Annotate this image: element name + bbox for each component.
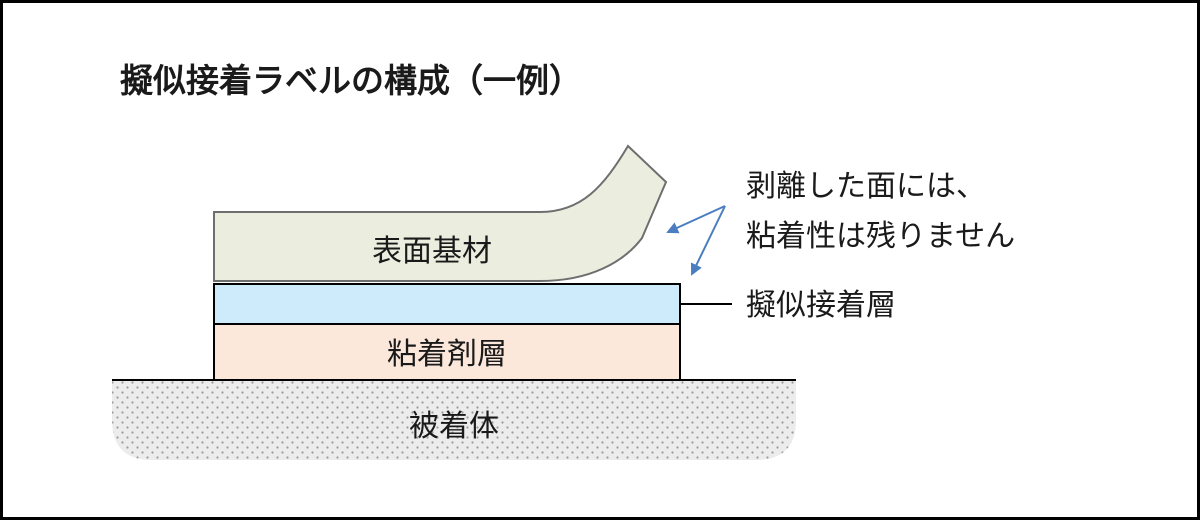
annotation-line-2: 粘着性は残りません [746,219,1015,254]
adherend-label: 被着体 [409,409,499,444]
annotation-line-1: 剥離した面には、 [746,169,986,204]
adhesive-layer [213,323,681,381]
surface-base-layer [213,144,668,282]
arrow-to-surface-base [666,205,726,234]
pseudo-adhesive-layer-label: 擬似接着層 [746,288,896,323]
arrow-to-pseudo-adhesive [690,205,726,276]
adherend-shape [112,380,796,460]
surface-base-label: 表面基材 [372,234,492,269]
diagram-title: 擬似接着ラベルの構成（一例） [120,61,582,100]
pseudo-adhesive-layer [213,283,681,325]
adhesive-layer-label: 粘着剤層 [387,337,507,372]
